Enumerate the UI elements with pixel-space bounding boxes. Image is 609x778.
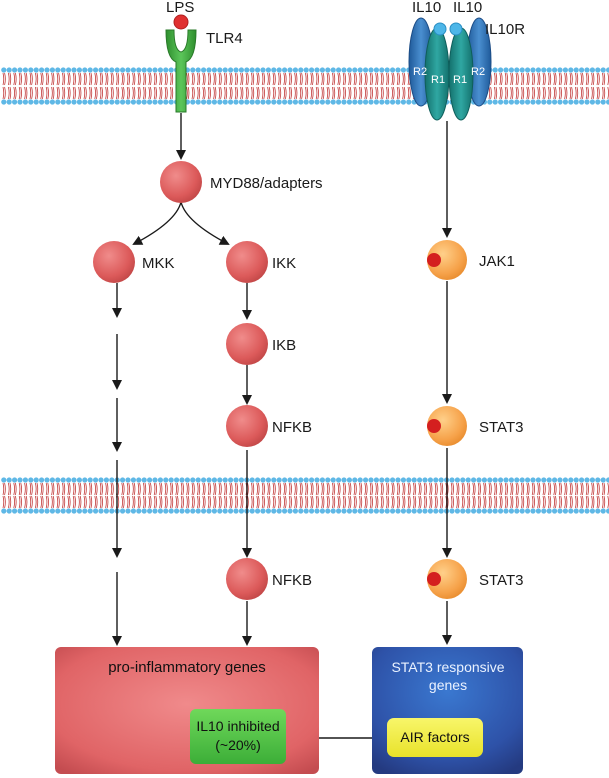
il10-ligand-icon [449, 22, 463, 36]
ikk-node [226, 241, 268, 283]
air-factors-label: AIR factors [400, 729, 469, 745]
cell-membrane-outer [1, 67, 609, 105]
stat3-nucleus-label: STAT3 [479, 572, 523, 589]
r2-right-label: R2 [471, 66, 485, 78]
mkk-node [93, 241, 135, 283]
ikb-label: IKB [272, 337, 296, 354]
r1-right-label: R1 [453, 74, 467, 86]
phospho-dot-icon [427, 253, 441, 267]
nfkb-cytoplasm-label: NFKB [272, 419, 312, 436]
lps-ligand-icon [173, 14, 189, 30]
myd88-label: MYD88/adapters [210, 175, 323, 192]
il10r-label: IL10R [485, 21, 525, 38]
stat3-cytoplasm-node [427, 406, 467, 446]
il10-right-label: IL10 [453, 0, 482, 16]
ikk-label: IKK [272, 255, 296, 272]
il10-receptor-complex [408, 17, 492, 121]
air-factors-box [387, 718, 483, 757]
jak1-node [427, 240, 467, 280]
lps-label: LPS [166, 0, 194, 16]
stat3-responsive-genes-label-line1: STAT3 responsive [391, 659, 504, 675]
il10-inhibited-label-line1: IL10 inhibited [196, 718, 279, 734]
il10-ligand-icon [433, 22, 447, 36]
stat3-cytoplasm-label: STAT3 [479, 419, 523, 436]
jak1-label: JAK1 [479, 253, 515, 270]
il10-inhibited-box [190, 709, 286, 764]
phospho-dot-icon [427, 419, 441, 433]
ikb-node [226, 323, 268, 365]
myd88-node [160, 161, 202, 203]
r2-left-label: R2 [413, 66, 427, 78]
tlr4-receptor [165, 14, 197, 113]
tlr4-label: TLR4 [206, 30, 243, 47]
mkk-label: MKK [142, 255, 175, 272]
il10-inhibited-label-line2: (~20%) [215, 737, 261, 753]
il10-left-label: IL10 [412, 0, 441, 16]
nfkb-nucleus-label: NFKB [272, 572, 312, 589]
nuclear-membrane [1, 477, 609, 514]
stat3-responsive-genes-label-line2: genes [429, 677, 467, 693]
r1-left-label: R1 [431, 74, 445, 86]
phospho-dot-icon [427, 572, 441, 586]
nfkb-nucleus-node [226, 558, 268, 600]
nfkb-cytoplasm-node [226, 405, 268, 447]
stat3-nucleus-node [427, 559, 467, 599]
pro-inflammatory-genes-label: pro-inflammatory genes [108, 659, 266, 676]
